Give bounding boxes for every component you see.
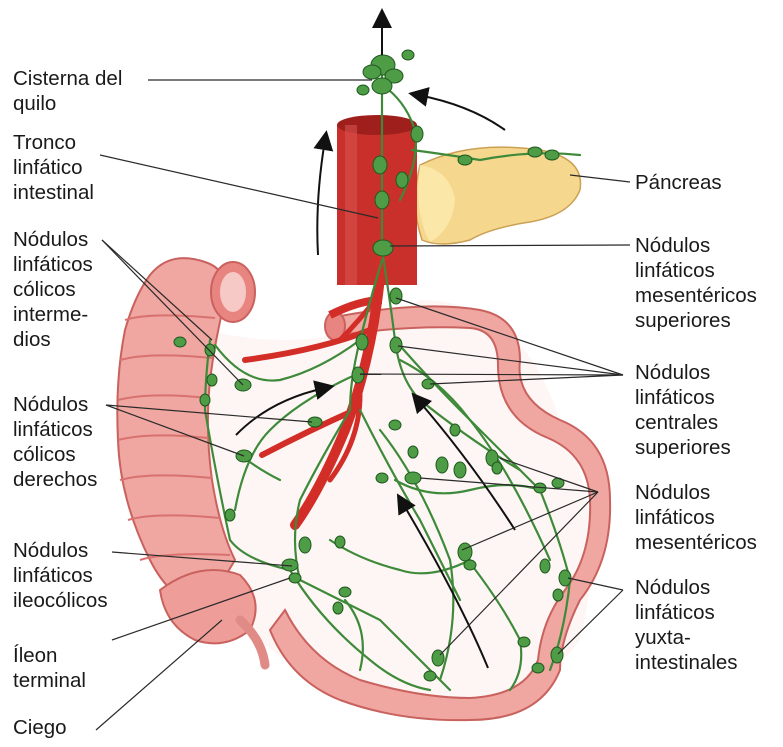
label-nodulos-ileocolicos: Nódulos linfáticos ileocólicos xyxy=(13,538,108,613)
label-ciego: Ciego xyxy=(13,715,67,740)
label-nodulos-mesentericos-superiores: Nódulos linfáticos mesentéricos superior… xyxy=(635,233,757,333)
label-nodulos-mesentericos: Nódulos linfáticos mesentéricos xyxy=(635,480,757,555)
label-cisterna-del-quilo: Cisterna del quilo xyxy=(13,66,122,116)
label-nodulos-colicos-intermedios: Nódulos linfáticos cólicos interme- dios xyxy=(13,227,93,352)
label-pancreas: Páncreas xyxy=(635,170,722,195)
label-tronco-linfatico-intestinal: Tronco linfático intestinal xyxy=(13,130,94,205)
label-ileon-terminal: Íleon terminal xyxy=(13,643,86,693)
label-nodulos-centrales-superiores: Nódulos linfáticos centrales superiores xyxy=(635,360,731,460)
label-nodulos-colicos-derechos: Nódulos linfáticos cólicos derechos xyxy=(13,392,97,492)
label-nodulos-yuxtaintestinales: Nódulos linfáticos yuxta- intestinales xyxy=(635,575,738,675)
